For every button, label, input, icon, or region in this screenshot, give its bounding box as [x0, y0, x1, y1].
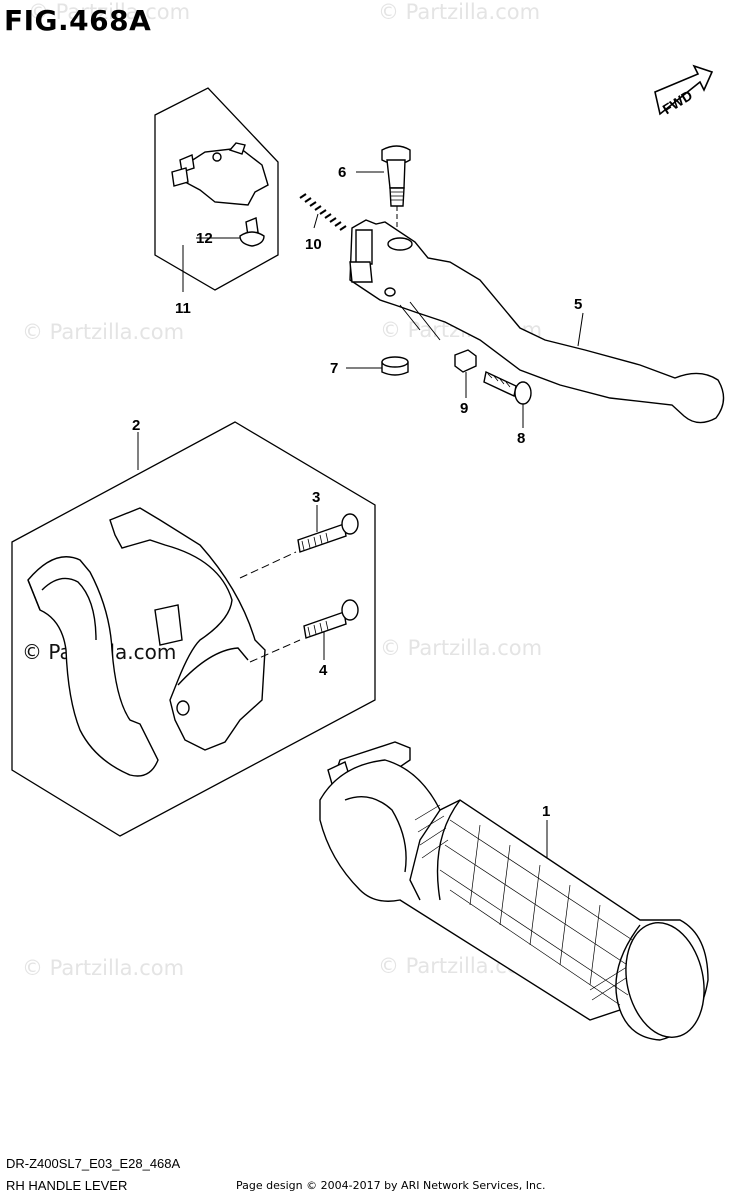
clamp-upper-icon — [109, 507, 266, 751]
callout-3: 3 — [312, 489, 321, 506]
callout-7: 7 — [330, 360, 339, 377]
callout-6: 6 — [338, 164, 347, 181]
callout-2: 2 — [132, 417, 141, 434]
grip-texture — [414, 804, 641, 1006]
callout-12: 12 — [196, 230, 213, 247]
spring-icon — [299, 193, 347, 231]
fwd-arrow-icon: FWD — [654, 64, 714, 117]
figure-name: RH HANDLE LEVER — [6, 1178, 128, 1193]
figure-title: FIG.468A — [4, 4, 152, 37]
page-credit: Page design © 2004-2017 by ARI Network S… — [236, 1179, 546, 1192]
figure-code: DR-Z400SL7_E03_E28_468A — [6, 1156, 181, 1171]
callout-4: 4 — [319, 662, 328, 679]
washer-icon — [454, 349, 477, 398]
switch-assembly-group — [154, 87, 279, 292]
pivot-bolt-icon — [356, 145, 411, 232]
nut-icon — [346, 356, 409, 376]
watermark: © Partzilla.com — [22, 320, 185, 344]
callout-11: 11 — [175, 300, 191, 317]
holder-assembly-group — [11, 421, 376, 837]
screw-icon — [239, 217, 265, 247]
lever-bolt-icon — [483, 370, 532, 428]
callout-5: 5 — [574, 296, 583, 313]
screw-long-icon — [239, 505, 359, 579]
watermark: © Partzilla.com — [28, 0, 191, 24]
callout-8: 8 — [517, 430, 526, 447]
callout-10: 10 — [305, 236, 322, 253]
watermark: © Partzilla.com — [378, 0, 541, 24]
clamp-lower-icon — [27, 556, 159, 777]
screw-short-icon — [249, 599, 359, 663]
brake-switch-icon — [171, 142, 269, 206]
callout-9: 9 — [460, 400, 469, 417]
brake-lever-icon — [349, 219, 725, 424]
watermark: © Partzilla.com — [380, 636, 543, 660]
watermark: © Partzilla.com — [22, 956, 185, 980]
callout-1: 1 — [542, 803, 551, 820]
throttle-grip-icon — [319, 741, 709, 1041]
